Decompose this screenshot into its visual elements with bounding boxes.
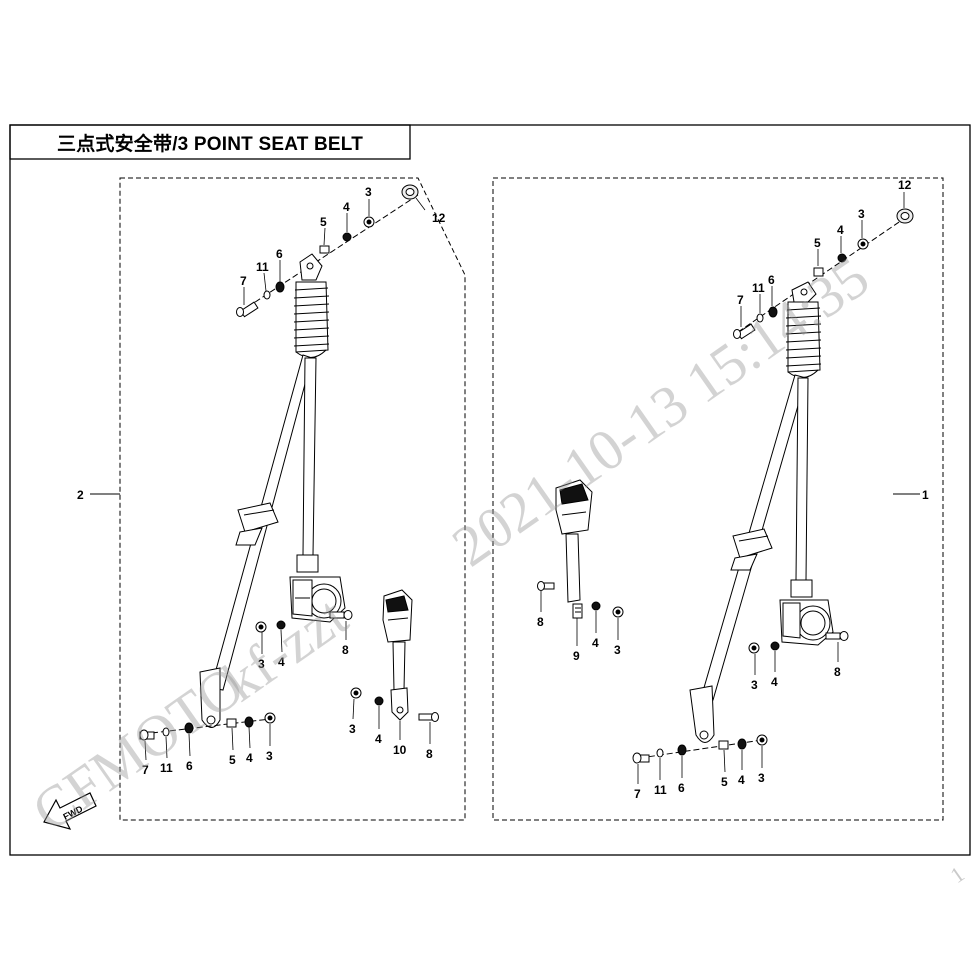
right-panel-border: [492, 177, 944, 821]
left-callout-11-bottom: 11: [160, 761, 173, 775]
washer-4-buckle-right: [591, 601, 601, 611]
washer-11: [263, 290, 271, 300]
left-callout-3-bottom: 3: [266, 749, 273, 763]
left-callout-11-top: 11: [256, 260, 269, 274]
spacer-5-right: [813, 267, 824, 277]
left-callout-6-bottom: 6: [186, 759, 193, 773]
bolt-8-buckle: [418, 713, 434, 721]
right-callout-4-top: 4: [837, 223, 844, 237]
left-panel-border: [119, 177, 466, 821]
left-callout-3-mid: 3: [258, 657, 265, 671]
washer-4-lower: [244, 716, 254, 728]
right-callout-8-buckle: 8: [537, 615, 544, 629]
left-callout-4-mid: 4: [278, 655, 285, 669]
washer-4: [342, 232, 352, 242]
retractor: [289, 554, 346, 623]
belt-boot: [293, 281, 330, 358]
left-callout-3-buckle: 3: [349, 722, 356, 736]
right-callout-7-bottom: 7: [634, 787, 641, 801]
callout-1: 1: [922, 488, 929, 502]
washer-6-lower: [184, 722, 194, 734]
bolt-8-right: [825, 632, 841, 640]
outer-frame: [9, 124, 971, 856]
washer-11-right: [756, 313, 764, 323]
right-callout-9: 9: [573, 649, 580, 663]
washer-6-right: [768, 306, 778, 318]
left-callout-7-bottom: 7: [142, 763, 149, 777]
washer-4-right: [837, 253, 847, 263]
left-callout-12: 12: [432, 211, 446, 225]
left-callout-8-mid: 8: [342, 643, 349, 657]
left-callout-8-buckle: 8: [426, 747, 433, 761]
right-callout-3-mid: 3: [751, 678, 758, 692]
right-callout-6-bottom: 6: [678, 781, 685, 795]
buckle-9: [555, 479, 593, 619]
washer-4-mid: [276, 620, 286, 630]
left-callout-4-bottom: 4: [246, 751, 253, 765]
left-callout-5-bottom: 5: [229, 753, 236, 767]
right-callout-4-mid: 4: [771, 675, 778, 689]
washer-4-mid-right: [770, 641, 780, 651]
left-callout-10: 10: [393, 743, 407, 757]
right-callout-5-bottom: 5: [721, 775, 728, 789]
page-title: 三点式安全带/3 POINT SEAT BELT: [57, 133, 363, 155]
right-callout-3-top: 3: [858, 207, 865, 221]
washer-11-lower-right: [656, 748, 664, 758]
belt-boot-right: [785, 301, 822, 378]
washer-4-buckle: [374, 696, 384, 706]
left-callout-4-top: 4: [343, 200, 350, 214]
callout-2: 2: [77, 488, 84, 502]
right-callout-7-top: 7: [737, 293, 744, 307]
right-callout-3-buckle: 3: [614, 643, 621, 657]
washer-6: [275, 281, 285, 293]
right-seat-belt-assembly: [537, 208, 914, 764]
right-callout-11-top: 11: [752, 281, 765, 295]
title-frame: [9, 124, 411, 160]
right-callout-8-mid: 8: [834, 665, 841, 679]
spacer-5-lower: [226, 718, 237, 728]
right-callout-4-bottom: 4: [738, 773, 745, 787]
right-callout-6-top: 6: [768, 273, 775, 287]
left-callout-6-top: 6: [276, 247, 283, 261]
right-callout-11-bottom: 11: [654, 783, 667, 797]
spacer-5: [319, 245, 330, 254]
left-callout-3-top: 3: [365, 185, 372, 199]
left-callout-7-top: 7: [240, 274, 247, 288]
left-seat-belt-assembly: [139, 184, 439, 741]
retractor-right: [779, 579, 834, 646]
washer-6-lower-right: [677, 744, 687, 756]
left-leader-lines: [144, 197, 431, 761]
washer-4-lower-right: [737, 738, 747, 750]
right-callout-5-top: 5: [814, 236, 821, 250]
right-leader-lines: [540, 192, 905, 784]
right-callout-4-buckle: 4: [592, 636, 599, 650]
right-callout-3-bottom: 3: [758, 771, 765, 785]
spacer-5-lower-right: [718, 740, 729, 750]
left-callout-5-top: 5: [320, 215, 327, 229]
left-callout-4-buckle: 4: [375, 732, 382, 746]
right-callout-12: 12: [898, 178, 912, 192]
washer-11-lower: [162, 727, 170, 737]
buckle-10: [382, 589, 413, 721]
